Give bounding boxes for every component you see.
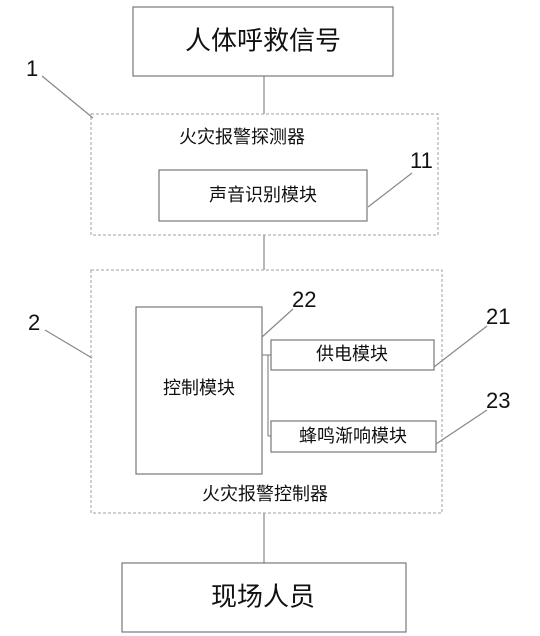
- leader-21: [433, 325, 488, 368]
- leader-1: [41, 75, 94, 119]
- ref-2: 2: [28, 310, 40, 335]
- detector-label: 火灾报警探测器: [179, 127, 305, 148]
- personnel-box: [121, 562, 407, 633]
- sound-module-label: 声音识别模块: [209, 185, 317, 206]
- leader-22: [261, 308, 294, 338]
- ref-21: 21: [486, 304, 510, 329]
- leader-11: [367, 172, 413, 208]
- ref-1: 1: [26, 56, 38, 81]
- power-module-box: [270, 339, 435, 371]
- ref-23: 23: [486, 388, 510, 413]
- ref-22: 22: [292, 287, 316, 312]
- controller-box: [90, 269, 443, 514]
- control-module-label: 控制模块: [163, 378, 235, 399]
- buzzer-module-box: [270, 420, 437, 453]
- ref-11: 11: [410, 148, 433, 173]
- leader-23: [435, 409, 488, 445]
- personnel-label: 现场人员: [211, 583, 315, 613]
- controller-label: 火灾报警控制器: [202, 484, 328, 505]
- buzzer-module-label: 蜂鸣渐响模块: [299, 426, 407, 447]
- control-module-box: [135, 306, 263, 475]
- signal-box: [132, 6, 394, 77]
- detector-box: [90, 113, 439, 236]
- sound-module-box: [158, 169, 368, 222]
- signal-label: 人体呼救信号: [185, 27, 341, 57]
- leader-2: [44, 329, 93, 359]
- power-module-label: 供电模块: [316, 344, 388, 365]
